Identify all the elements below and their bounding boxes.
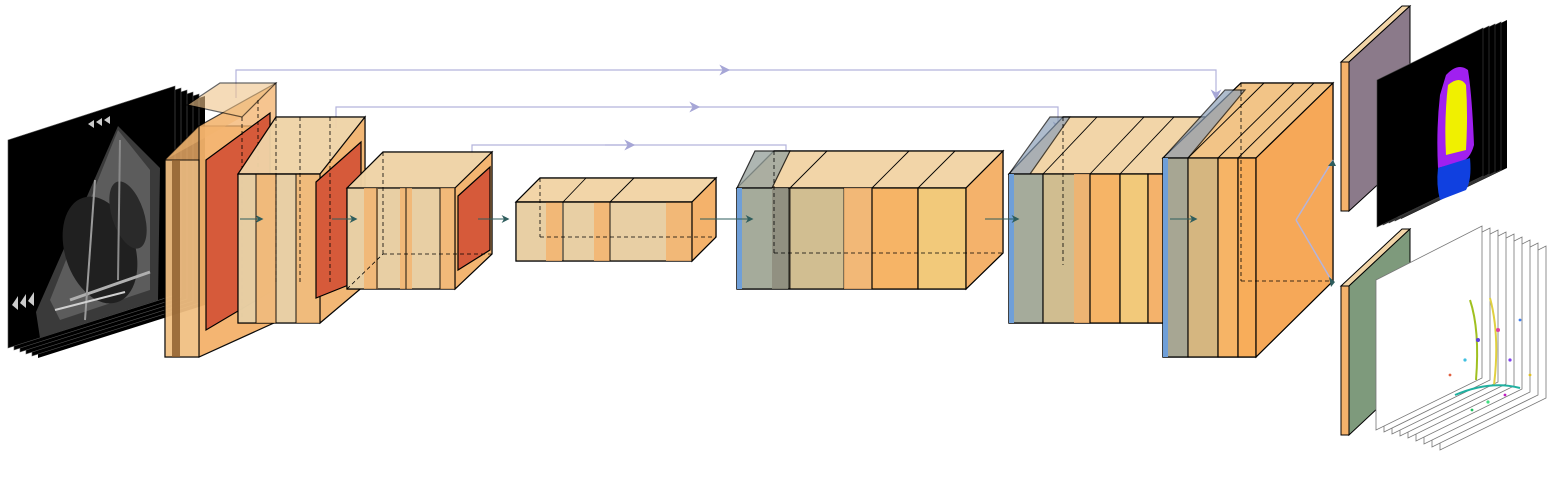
branch-to-segmentation-head [1295, 159, 1334, 221]
segmentation-mask [1437, 66, 1474, 200]
skip-connection-3 [471, 144, 792, 163]
segmentation-output-stack [1376, 20, 1507, 228]
branch-to-flow-head [1295, 219, 1334, 284]
decoder-block-1 [735, 149, 1005, 291]
skip-connection-1 [235, 69, 1222, 101]
ultrasound-sector [36, 126, 160, 338]
optical-flow-field [1448, 297, 1532, 412]
bottleneck-block [514, 176, 718, 263]
skip-connection-2 [335, 106, 1064, 133]
optical-flow-output-stack [1375, 225, 1547, 451]
decoder-block-3 [1161, 81, 1335, 359]
input-ultrasound-stack [7, 85, 205, 358]
encoder-block-3 [345, 150, 494, 291]
encoder-block-2 [236, 115, 367, 325]
